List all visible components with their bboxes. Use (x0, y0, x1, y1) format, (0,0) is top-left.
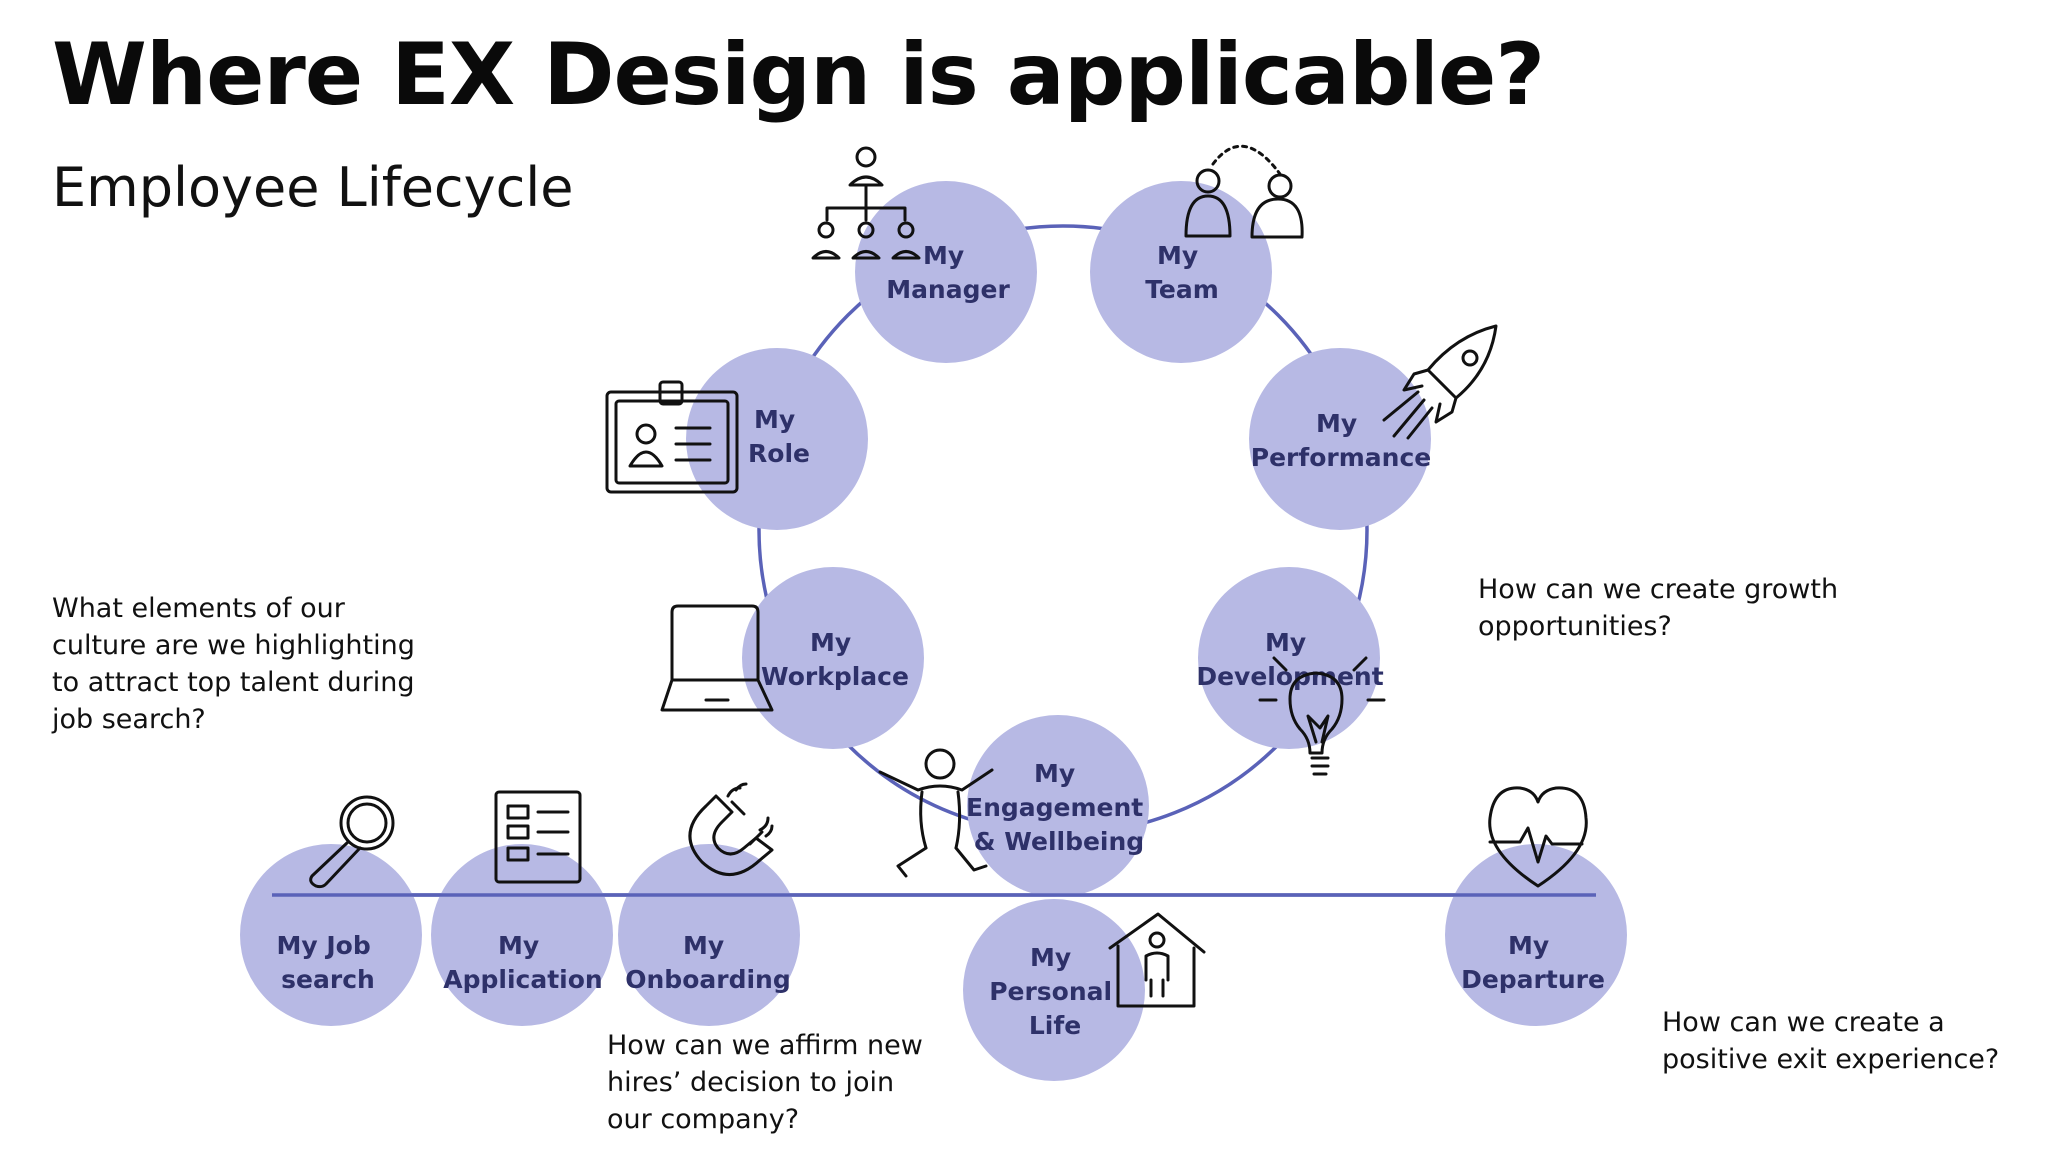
node-circle-performance (1249, 348, 1431, 530)
label-line: My (1034, 759, 1075, 788)
note-culture-line: culture are we highlighting (52, 630, 415, 661)
label-line: Engagement (966, 793, 1143, 822)
node-label-personal-life: My Personal Life (989, 943, 1121, 1040)
node-label-development: My Development (1196, 628, 1383, 691)
note-growth-line: How can we create growth (1478, 574, 1839, 605)
heartbeat-icon (1488, 786, 1588, 888)
label-line: My Job (277, 931, 371, 960)
label-line: My (683, 931, 724, 960)
rocket-icon (1382, 324, 1498, 440)
node-circle-departure (1445, 844, 1627, 1026)
note-culture-line: to attract top talent during (52, 667, 415, 698)
node-label-application: My Application (443, 931, 602, 994)
page-subtitle: Employee Lifecycle (52, 156, 574, 219)
label-line: My (498, 931, 539, 960)
note-affirm: How can we affirm new hires’ decision to… (607, 1027, 923, 1138)
node-circles (240, 181, 1627, 1081)
two-people-icon (1184, 144, 1304, 239)
label-line: & Wellbeing (974, 827, 1144, 856)
note-growth: How can we create growth opportunities? (1478, 571, 1838, 645)
note-culture: What elements of our culture are we high… (52, 590, 415, 738)
label-line: Life (1029, 1011, 1081, 1040)
label-line: Departure (1461, 965, 1605, 994)
id-badge-icon (605, 380, 739, 494)
node-label-departure: My Departure (1461, 931, 1605, 994)
node-circle-job-search (240, 844, 422, 1026)
node-circle-application (431, 844, 613, 1026)
label-line: Development (1196, 662, 1383, 691)
node-label-job-search: My Job search (277, 931, 380, 994)
label-line: Workplace (761, 662, 909, 691)
note-affirm-line: How can we affirm new (607, 1030, 923, 1061)
node-circle-onboarding (618, 844, 800, 1026)
lightbulb-icon (1258, 656, 1386, 776)
page-title: Where EX Design is applicable? (52, 25, 1545, 125)
label-line: Performance (1251, 443, 1431, 472)
node-circle-development (1198, 567, 1380, 749)
note-culture-line: What elements of our (52, 593, 345, 624)
note-growth-line: opportunities? (1478, 611, 1672, 642)
laptop-icon (660, 604, 774, 712)
note-exit-line: How can we create a (1662, 1007, 1945, 1038)
note-culture-line: job search? (52, 704, 206, 735)
org-chart-icon (811, 146, 921, 260)
node-label-performance: My Performance (1251, 409, 1431, 472)
node-label-engagement: My Engagement & Wellbeing (966, 759, 1152, 856)
label-line: Role (748, 439, 810, 468)
label-line: My (1508, 931, 1549, 960)
label-line: Onboarding (625, 965, 790, 994)
label-line: My (810, 628, 851, 657)
label-line: My (754, 405, 795, 434)
label-line: My (923, 241, 964, 270)
node-circle-engagement (967, 715, 1149, 897)
node-label-team: My Team (1145, 241, 1219, 304)
label-line: My (1157, 241, 1198, 270)
label-line: Personal (989, 977, 1112, 1006)
label-line: My (1030, 943, 1071, 972)
magnifier-icon (309, 795, 395, 889)
magnet-icon (688, 782, 774, 876)
label-line: Application (443, 965, 602, 994)
label-line: My (1265, 628, 1306, 657)
note-affirm-line: our company? (607, 1104, 800, 1135)
label-line: Manager (886, 275, 1010, 304)
node-circle-workplace (742, 567, 924, 749)
node-label-manager: My Manager (886, 241, 1010, 304)
house-person-icon (1108, 912, 1206, 1008)
node-label-workplace: My Workplace (761, 628, 909, 691)
node-label-role: My Role (748, 405, 810, 468)
note-exit-line: positive exit experience? (1662, 1044, 2000, 1075)
note-affirm-line: hires’ decision to join (607, 1067, 895, 1098)
jumping-person-icon (878, 748, 994, 878)
label-line: search (281, 965, 375, 994)
form-icon (494, 790, 582, 884)
note-exit: How can we create a positive exit experi… (1662, 1004, 1999, 1078)
label-line: Team (1145, 275, 1219, 304)
node-labels: My Manager My Team My Role My Performanc… (277, 241, 1605, 1040)
node-circle-personal-life (963, 899, 1145, 1081)
node-circle-team (1090, 181, 1272, 363)
label-line: My (1316, 409, 1357, 438)
node-label-onboarding: My Onboarding (625, 931, 790, 994)
icons (309, 144, 1588, 1008)
